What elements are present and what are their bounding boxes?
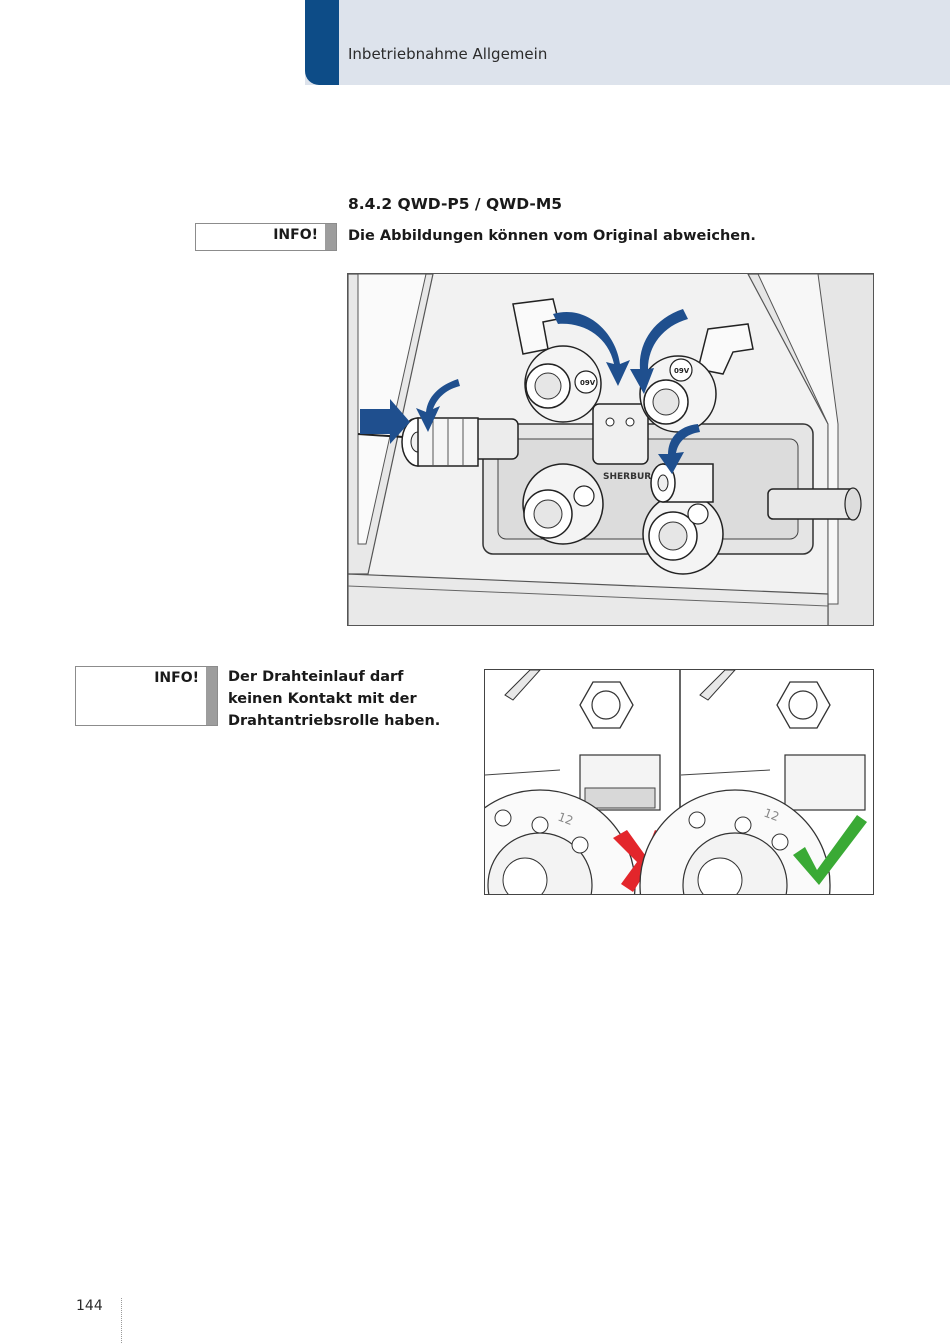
drive-roll-bottom-left <box>522 463 604 545</box>
brand-label: SHERBURG <box>603 472 659 482</box>
info-box-2: INFO! <box>75 666 218 726</box>
header-accent-tab <box>305 0 339 85</box>
drive-roll-top-left: 09V <box>524 345 602 423</box>
roll-number: 12 <box>762 806 781 824</box>
info-box-bar <box>206 667 217 725</box>
info-label: INFO! <box>273 227 318 243</box>
wire-drive-illustration: SHERBURG 09V 09V <box>347 273 874 626</box>
roll-number: 12 <box>556 810 575 828</box>
roll-label: 09V <box>674 367 690 375</box>
info-text-line: Der Drahteinlauf darf <box>228 669 404 685</box>
pressure-knob <box>650 463 714 503</box>
direction-arrows <box>360 309 700 474</box>
header-band <box>305 0 950 85</box>
info-text-1: Die Abbildungen können vom Original abwe… <box>348 228 756 244</box>
page-number: 144 <box>76 1298 103 1314</box>
drive-roll-top-right: 09V <box>639 355 717 433</box>
panel-wrong: 12 <box>485 670 679 894</box>
chapter-title: Inbetriebnahme Allgemein <box>348 45 548 63</box>
roll-label: 09V <box>580 379 596 387</box>
info-label: INFO! <box>154 670 199 686</box>
correct-check-icon <box>793 815 867 885</box>
info-text-line: keinen Kontakt mit der <box>228 691 417 707</box>
footer-divider <box>121 1298 122 1343</box>
comparison-drawing: 12 12 <box>485 670 873 894</box>
panel-correct: 12 <box>639 670 873 894</box>
wire-drive-drawing: SHERBURG 09V 09V <box>348 274 873 625</box>
info-box-bar <box>325 224 336 250</box>
info-box-1: INFO! <box>195 223 337 251</box>
info-text-2: Der Drahteinlauf darf keinen Kontakt mit… <box>228 666 448 732</box>
drive-roll-bottom-right <box>642 493 724 575</box>
section-heading: 8.4.2 QWD-P5 / QWD-M5 <box>348 195 563 213</box>
wire-inlet-knob <box>401 417 479 467</box>
inlet-contact-comparison: 12 12 <box>484 669 874 895</box>
info-text-line: Drahtantriebsrolle haben. <box>228 713 441 729</box>
